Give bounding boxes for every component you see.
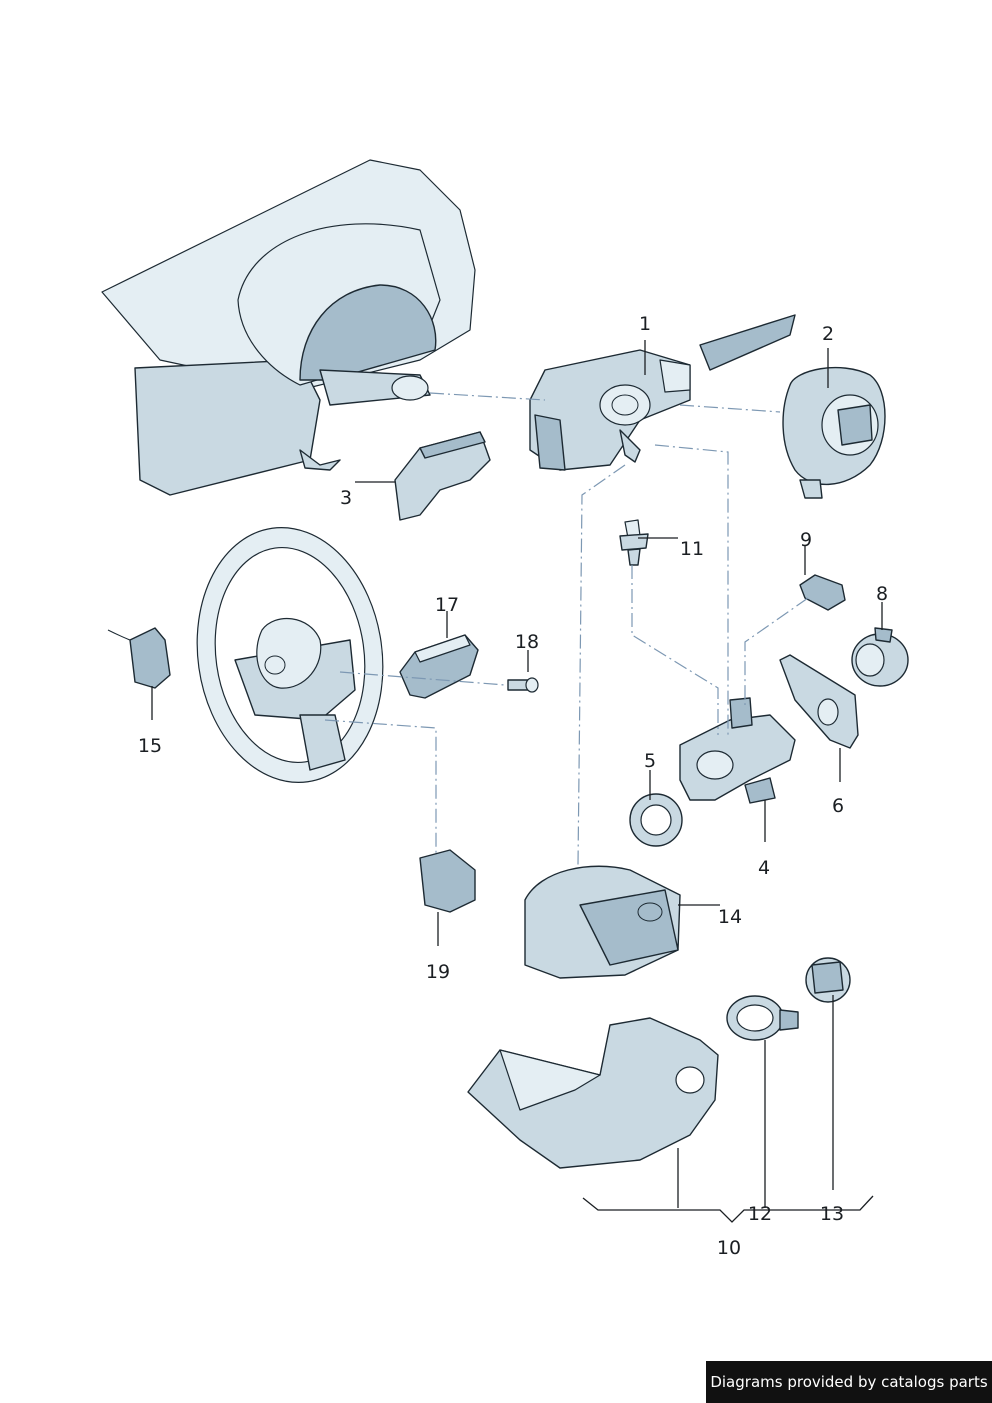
- column-shroud-lower-part-10: [467, 1017, 719, 1169]
- callout-18: 18: [515, 631, 539, 653]
- callout-4: 4: [758, 857, 770, 879]
- callout-2: 2: [822, 323, 834, 345]
- callout-labels: 1 2 3 11 9 8 17 18 15 5 6 4 14 19 12 13 …: [138, 313, 888, 1259]
- ring-part-5: [629, 793, 683, 847]
- cap-part-13: [805, 957, 851, 1003]
- callout-10: 10: [717, 1237, 741, 1259]
- callout-14: 14: [718, 906, 742, 928]
- callout-8: 8: [876, 583, 888, 605]
- callout-5: 5: [644, 750, 656, 772]
- steering-wheel-illustration: [196, 527, 384, 783]
- callout-1: 1: [639, 313, 651, 335]
- callout-13: 13: [820, 1203, 844, 1225]
- assembly-lines: [324, 392, 809, 866]
- switch-part-19: [419, 849, 476, 913]
- trim-ring-part-6: [779, 654, 859, 749]
- switch-part-15: [107, 627, 171, 689]
- callout-6: 6: [832, 795, 844, 817]
- screw-part-18: [507, 677, 539, 693]
- combination-switch-part-1: [529, 314, 796, 471]
- callout-12: 12: [748, 1203, 772, 1225]
- callout-19: 19: [426, 961, 450, 983]
- column-shroud-upper-part-14: [524, 865, 681, 979]
- dashboard-illustration: [101, 159, 476, 496]
- footer-text: Diagrams provided by catalogs parts: [710, 1373, 988, 1391]
- leader-lines: [151, 340, 883, 1223]
- footer-banner: Diagrams provided by catalogs parts: [706, 1361, 992, 1403]
- switch-part-17: [399, 634, 479, 699]
- connector-part-9: [799, 574, 846, 611]
- callout-9: 9: [800, 529, 812, 551]
- ring-part-12: [726, 995, 799, 1041]
- clock-spring-part-2: [782, 367, 886, 499]
- ignition-part-8: [851, 627, 909, 687]
- lock-housing-part-4: [679, 697, 796, 804]
- callout-11: 11: [680, 538, 704, 560]
- callout-15: 15: [138, 735, 162, 757]
- callout-17: 17: [435, 594, 459, 616]
- callout-3: 3: [340, 487, 352, 509]
- bolt-part-11: [619, 519, 649, 566]
- bracket-part-3: [394, 431, 491, 521]
